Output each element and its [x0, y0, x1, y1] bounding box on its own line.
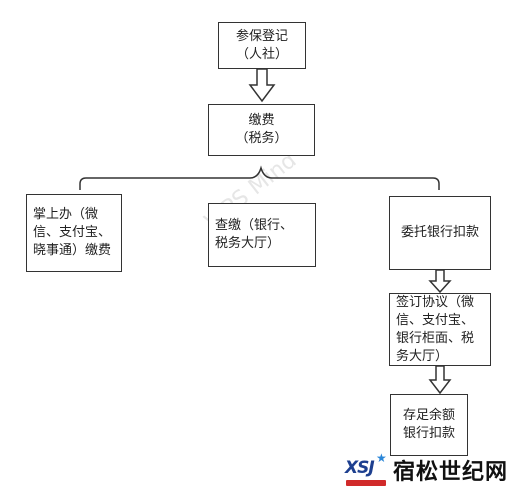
arrow-entrust-to-sign	[428, 269, 452, 294]
arrow-register-to-pay	[248, 68, 276, 103]
node-sign-agreement: 签订协议（微 信、支付宝、 银行柜面、税 务大厅）	[389, 293, 491, 366]
logo-name: 宿松世纪网	[393, 460, 509, 485]
node-counter-payment: 查缴（银行、 税务大厅）	[208, 203, 316, 267]
node-mobile-payment: 掌上办（微 信、支付宝、 晓事通）缴费	[26, 194, 122, 272]
logo-strip	[346, 480, 386, 486]
branch-bracket	[79, 165, 440, 190]
logo-mark: XSJ ★	[343, 451, 391, 486]
node-deposit-deduct: 存足余额 银行扣款	[390, 394, 468, 456]
star-icon: ★	[376, 451, 387, 465]
arrow-sign-to-deposit	[428, 365, 452, 395]
node-register: 参保登记 （人社）	[218, 22, 306, 69]
site-logo: XSJ ★ 宿松世纪网	[343, 450, 513, 488]
node-pay: 缴费 （税务）	[208, 104, 315, 156]
logo-mark-text: XSJ	[345, 458, 375, 478]
node-entrust-bank: 委托银行扣款	[389, 196, 491, 270]
